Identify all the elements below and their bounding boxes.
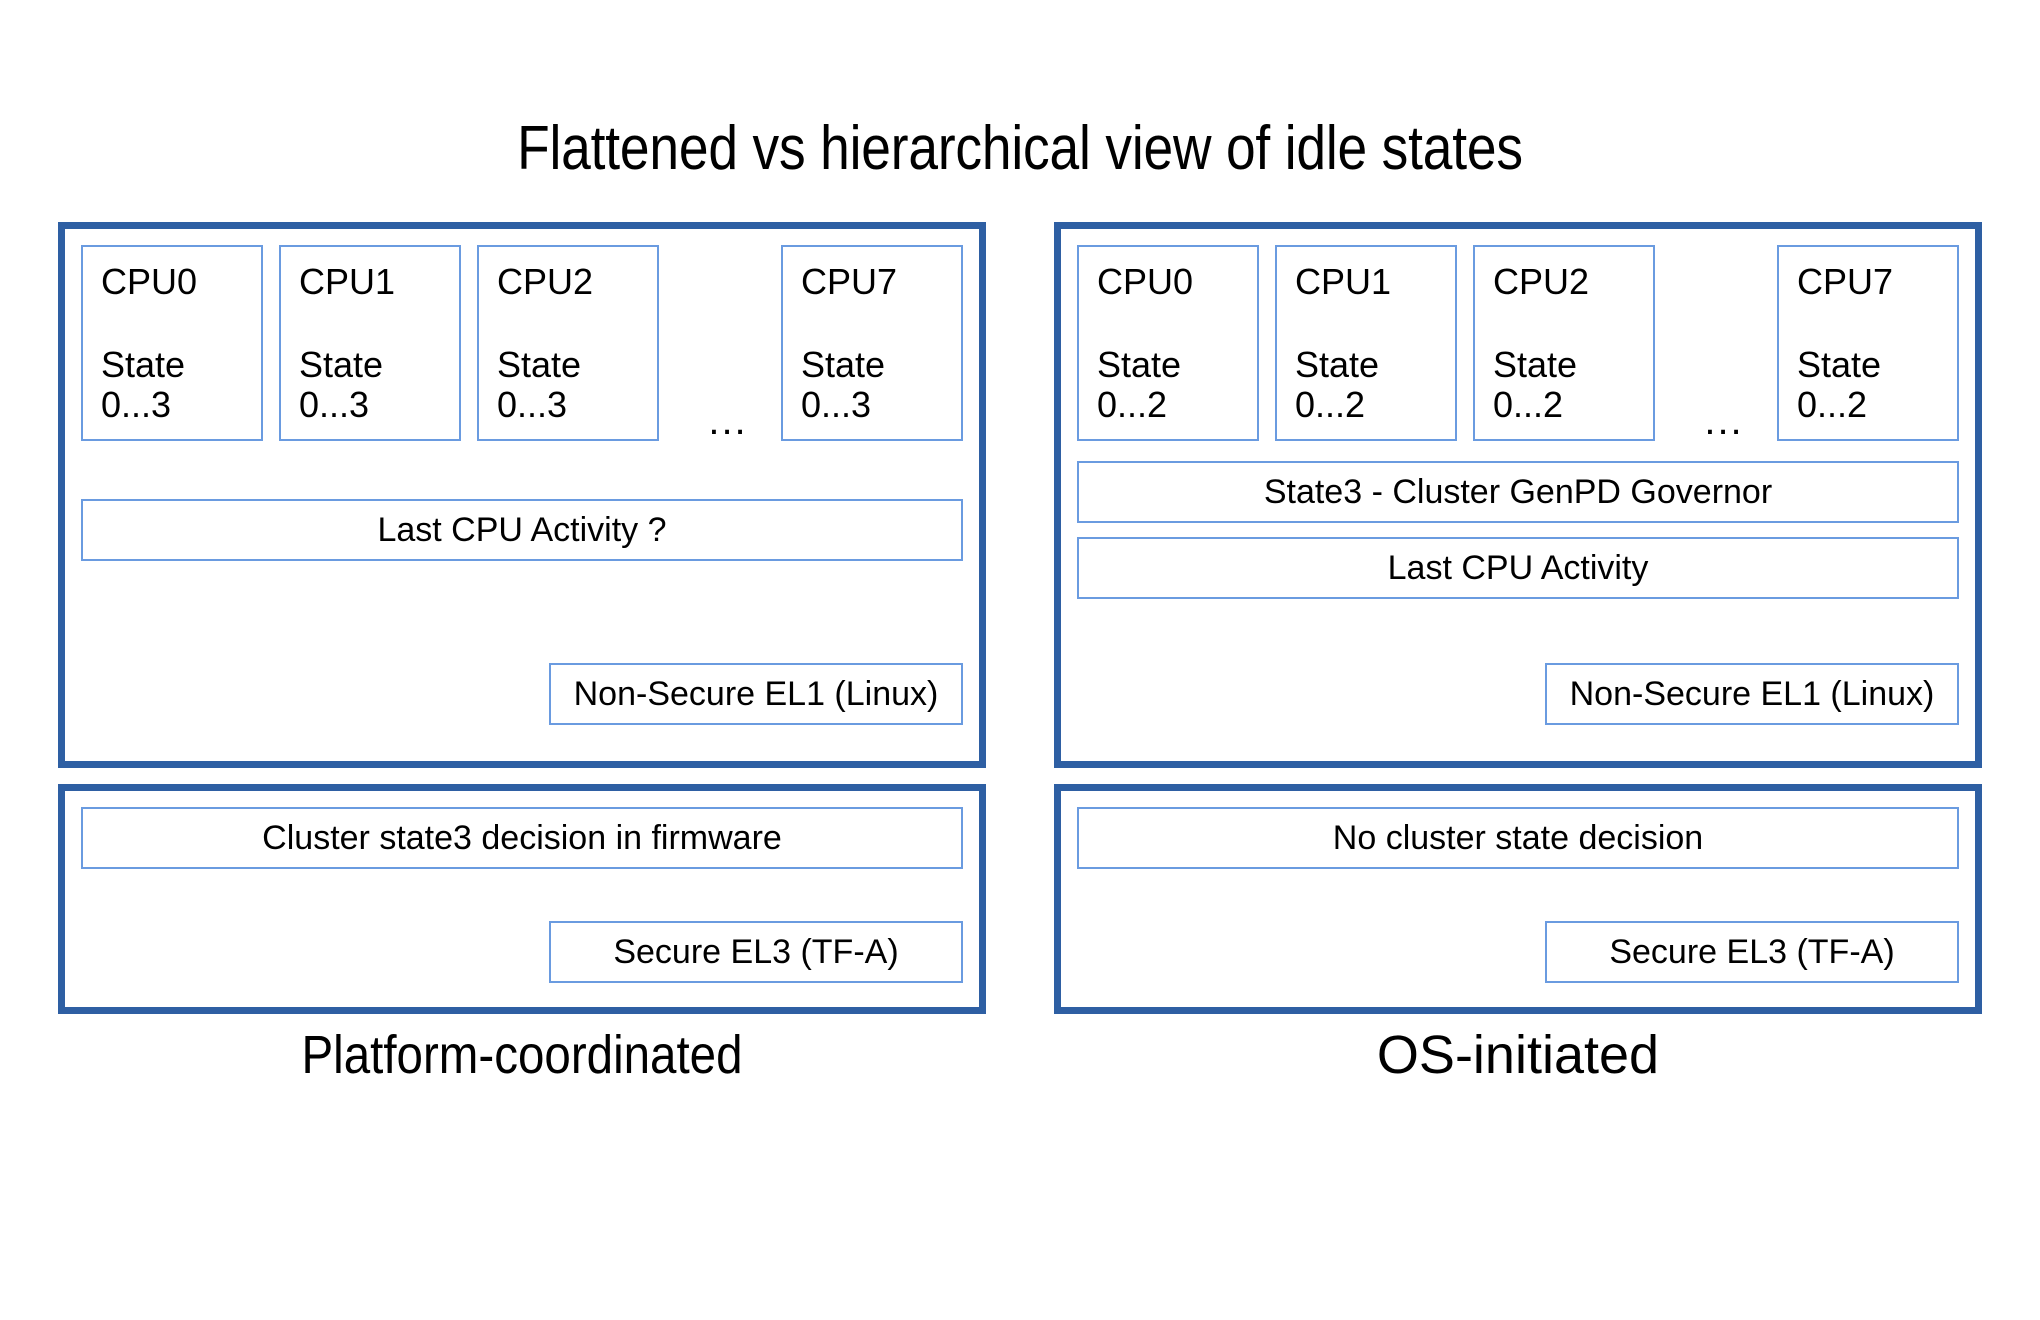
no-cluster-state-decision-bar-right: No cluster state decision: [1077, 807, 1959, 869]
cpu-label: CPU2: [1493, 261, 1590, 302]
cpu-state: State 0...3: [299, 343, 459, 426]
cpu-state-range: 0...3: [299, 384, 370, 426]
cpu-state-range: 0...2: [1797, 384, 1868, 426]
cpu-label: CPU1: [299, 261, 396, 302]
cpu-state-label: State: [101, 343, 186, 385]
caption-os-initiated: OS-initiated: [1376, 1025, 1660, 1085]
diagram-column-os-initiated: CPU0 State 0...2 CPU1 State 0...2 CPU2 S…: [1054, 222, 1982, 1014]
cpu-ellipsis-right: ...: [1704, 399, 1744, 443]
exception-level-badge-secure-el3-left: Secure EL3 (TF-A): [549, 921, 963, 983]
diagram-column-platform-coordinated: CPU0 State 0...3 CPU1 State 0...3 CPU2 S…: [58, 222, 986, 1014]
cpu-box-cpu2-right: CPU2 State 0...2: [1473, 245, 1655, 441]
cpu-ellipsis-left: ...: [708, 399, 748, 443]
os-panel-right: CPU0 State 0...2 CPU1 State 0...2 CPU2 S…: [1054, 222, 1982, 768]
cpu-state-range: 0...3: [497, 384, 568, 426]
exception-level-badge-nonsecure-el1-right: Non-Secure EL1 (Linux): [1545, 663, 1959, 725]
cpu-state-label: State: [1493, 343, 1578, 385]
cpu-label: CPU0: [1097, 261, 1194, 302]
cpu-box-cpu7-right: CPU7 State 0...2: [1777, 245, 1959, 441]
cpu-state-range: 0...2: [1493, 384, 1564, 426]
cpu-box-cpu0-left: CPU0 State 0...3: [81, 245, 263, 441]
cpu-box-cpu1-left: CPU1 State 0...3: [279, 245, 461, 441]
cpu-state: State 0...2: [1797, 343, 1957, 426]
exception-level-badge-nonsecure-el1-left: Non-Secure EL1 (Linux): [549, 663, 963, 725]
cpu-state: State 0...3: [101, 343, 261, 426]
cpu-box-cpu0-right: CPU0 State 0...2: [1077, 245, 1259, 441]
cpu-row-left: CPU0 State 0...3 CPU1 State 0...3 CPU2 S…: [81, 245, 963, 445]
cpu-row-right: CPU0 State 0...2 CPU1 State 0...2 CPU2 S…: [1077, 245, 1959, 445]
cpu-label: CPU0: [101, 261, 198, 302]
cpu-state-range: 0...2: [1097, 384, 1168, 426]
cpu-label: CPU7: [801, 261, 898, 302]
cpu-state-range: 0...2: [1295, 384, 1366, 426]
cpu-state: State 0...2: [1295, 343, 1455, 426]
firmware-panel-left: Cluster state3 decision in firmware Secu…: [58, 784, 986, 1014]
cpu-state-label: State: [801, 343, 886, 385]
last-cpu-activity-bar-right: Last CPU Activity: [1077, 537, 1959, 599]
cpu-state: State 0...2: [1097, 343, 1257, 426]
exception-level-badge-secure-el3-right: Secure EL3 (TF-A): [1545, 921, 1959, 983]
cpu-state-label: State: [1797, 343, 1882, 385]
cpu-state-range: 0...3: [801, 384, 872, 426]
cpu-state: State 0...3: [497, 343, 657, 426]
cpu-state-label: State: [497, 343, 582, 385]
firmware-panel-right: No cluster state decision Secure EL3 (TF…: [1054, 784, 1982, 1014]
cpu-state: State 0...2: [1493, 343, 1653, 426]
cluster-state-decision-bar-left: Cluster state3 decision in firmware: [81, 807, 963, 869]
cpu-box-cpu2-left: CPU2 State 0...3: [477, 245, 659, 441]
caption-platform-coordinated: Platform-coordinated: [301, 1025, 743, 1085]
cpu-state-range: 0...3: [101, 384, 172, 426]
os-panel-left: CPU0 State 0...3 CPU1 State 0...3 CPU2 S…: [58, 222, 986, 768]
page-title: Flattened vs hierarchical view of idle s…: [517, 114, 1523, 183]
cpu-state-label: State: [1295, 343, 1380, 385]
cpu-box-cpu1-right: CPU1 State 0...2: [1275, 245, 1457, 441]
cpu-state-label: State: [299, 343, 384, 385]
cpu-label: CPU2: [497, 261, 594, 302]
cluster-genpd-governor-bar-right: State3 - Cluster GenPD Governor: [1077, 461, 1959, 523]
cpu-state-label: State: [1097, 343, 1182, 385]
cpu-label: CPU7: [1797, 261, 1894, 302]
cpu-state: State 0...3: [801, 343, 961, 426]
last-cpu-activity-bar-left: Last CPU Activity ?: [81, 499, 963, 561]
cpu-label: CPU1: [1295, 261, 1392, 302]
cpu-box-cpu7-left: CPU7 State 0...3: [781, 245, 963, 441]
